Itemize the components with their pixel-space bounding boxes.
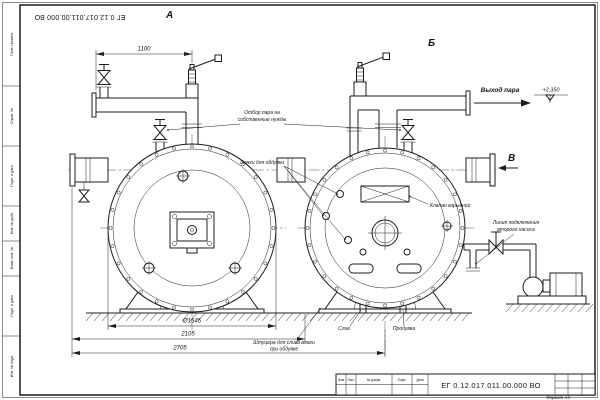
pump-motor: [549, 272, 583, 297]
steam-outlet-label: Выход пара: [481, 86, 520, 94]
elevation-mark: [534, 94, 568, 103]
second-pump-label: второго насоса: [497, 227, 535, 233]
format-label: Формат А3: [546, 395, 570, 400]
stamp-col: Лист: [347, 378, 355, 382]
boiler-front-view: [107, 143, 277, 314]
header-drain-valve: [77, 182, 91, 203]
flange-bolts: [305, 148, 465, 308]
hand-valve-drum-right: [400, 119, 416, 153]
steam-outlet-arrow: [474, 99, 531, 107]
second-pump-tee: [466, 250, 480, 272]
title-block: Изм Лист № докум. Подп. Дата ЕГ 0.12.017…: [335, 373, 596, 400]
frame-label: Взам. инв. №: [10, 247, 14, 269]
feed-pump-unit: [463, 231, 587, 305]
hand-valve-drum-left: [152, 119, 168, 152]
boiler-rear-view: [304, 147, 466, 314]
dim-diameter: Ø1545: [107, 232, 277, 330]
safety-valve-right: [353, 52, 390, 97]
doc-number: ЕГ 0.12.017.011.00.000 ВО: [441, 381, 541, 390]
front-fittings: [142, 169, 242, 275]
safety-valve-left: [185, 54, 222, 99]
dimensions: 1100 Ø1545 2105 2705: [71, 47, 386, 357]
hand-valve-pipe-end: [96, 64, 112, 98]
stamp-col: Изм: [338, 378, 345, 382]
frame-label: Перв. примен.: [10, 32, 14, 56]
second-pump-label: Линия подключения: [492, 220, 540, 226]
furnace-door: [169, 211, 215, 254]
manhole: [368, 216, 402, 250]
pump-casing: [522, 276, 544, 298]
handholes: [348, 263, 422, 274]
frame-label: Инв. № дубл.: [10, 212, 14, 234]
moisture-drain-label: Штуцера для слива влаги: [253, 340, 315, 346]
blowdown-label: Продувка: [393, 326, 415, 332]
pump-coupling: [542, 279, 551, 293]
dim-text: 2705: [172, 346, 187, 352]
dim-1100: 1100: [95, 47, 193, 90]
view-b-label: Б: [428, 38, 435, 49]
callouts: Отбор пара на собственные нужды Лючки дл…: [167, 110, 540, 353]
frame-label: Инв. № подл.: [10, 355, 14, 377]
stamp-col: Подп.: [398, 378, 407, 382]
view-v-label: В: [508, 153, 515, 164]
frame-label: Подп. и дата: [10, 165, 14, 186]
stamp-col: № докум.: [367, 378, 382, 382]
feed-valve: [488, 231, 504, 256]
view-v-arrow: [498, 165, 518, 171]
side-header-middle: [276, 157, 306, 183]
pump-base: [517, 295, 587, 305]
dim-text: 2105: [180, 332, 195, 338]
side-header-left: [69, 153, 109, 203]
dim-2705: 2705: [72, 330, 386, 357]
moisture-drain-label: при обдувке: [270, 347, 299, 353]
own-needs-label: Отбор пара на: [244, 110, 280, 116]
rear-fittings: [322, 190, 453, 256]
side-header-right: [465, 153, 496, 187]
blow-hatches-label: Лючки для обдувки: [239, 160, 285, 166]
frame-label: Справ. №: [10, 108, 14, 124]
dim-2105: 2105: [71, 188, 306, 357]
view-labels: А Б В: [165, 10, 518, 171]
frame-left-strip: [2, 85, 20, 337]
steam-piping-right: Выход пара +2,350: [346, 52, 568, 156]
frame-label: Подп. и дата: [10, 295, 14, 316]
explosion-valve-label: Клапан взрывной: [430, 202, 471, 209]
flange-bolts: [108, 144, 276, 312]
dim-text: Ø1545: [182, 319, 202, 325]
top-doc-number: ЕГ 0.12.017.011.00.000 ВО: [34, 13, 125, 20]
explosion-valve: [360, 185, 410, 203]
steam-piping-left: [91, 54, 222, 152]
own-needs-label: собственные нужды: [238, 117, 287, 123]
drain-label: Слив: [338, 326, 350, 332]
stamp-col: Дата: [416, 378, 423, 382]
view-a-label: А: [165, 10, 173, 21]
dim-text: 1100: [138, 47, 152, 53]
elevation-label: +2,350: [543, 88, 561, 94]
